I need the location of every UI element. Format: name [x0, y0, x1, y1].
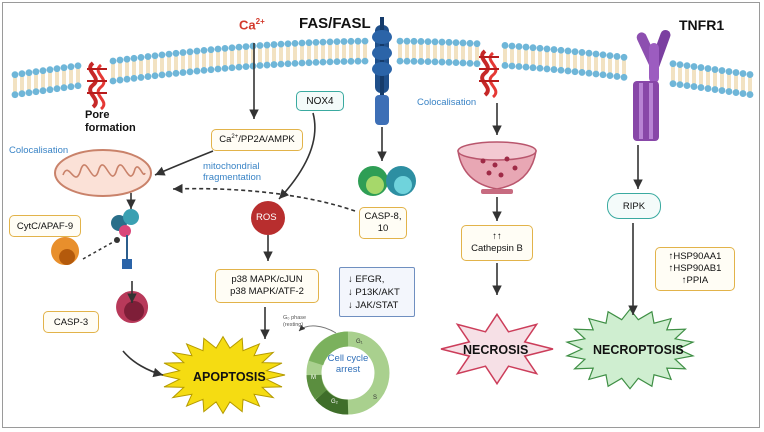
- phase-s-label: S: [373, 395, 378, 401]
- apoptosome-icon: [111, 209, 139, 269]
- ros-icon: [251, 201, 285, 235]
- cytc-caspase-icon: [51, 237, 80, 265]
- lysosome-icon: [457, 141, 537, 194]
- apoptosis-star: [160, 335, 286, 415]
- pore-formation-label: Pore formation: [85, 109, 136, 134]
- pore-protein-icon: [87, 61, 107, 111]
- tnfr1-receptor-icon: [633, 29, 671, 141]
- ca-pp2a-ampk-box: Ca2+/PP2A/AMPK: [211, 129, 303, 151]
- necroptosis-label: NECROPTOSIS: [593, 343, 684, 357]
- colocalisation-left-label: Colocalisation: [9, 145, 69, 156]
- colocalisation-mid-label: Colocalisation: [417, 97, 477, 108]
- ripk-box: RIPK: [607, 193, 661, 219]
- fas-fasl-label: FAS/FASL: [299, 15, 371, 32]
- hsp-box: ↑HSP90AA1 ↑HSP90AB1 ↑PPIA: [655, 247, 735, 291]
- cell-cycle-ring: [298, 324, 390, 415]
- cathepsin-box: ↑↑ Cathepsin B: [461, 225, 533, 261]
- p38-mapk-box: p38 MAPK/cJUN p38 MAPK/ATF-2: [215, 269, 319, 303]
- inhibition-box: ↓ EFGR, ↓ P13K/AKT ↓ JAK/STAT: [339, 267, 415, 317]
- pore-protein-necrosis-icon: [479, 49, 499, 99]
- ros-label: ROS: [256, 212, 277, 223]
- casp3-box: CASP-3: [43, 311, 99, 333]
- phase-g2-label: G₂: [331, 399, 338, 405]
- casp3-icon: [116, 291, 149, 323]
- fas-receptor-icon: [372, 17, 392, 125]
- apoptosis-label: APOPTOSIS: [193, 370, 266, 384]
- phase-m-label: M: [311, 375, 316, 381]
- necrosis-star: [440, 312, 554, 386]
- nox4-box: NOX4: [296, 91, 344, 111]
- casp8-icon: [358, 166, 416, 196]
- cytc-apaf9-box: CytC/APAF-9: [9, 215, 81, 237]
- diagram-graphics: [11, 17, 754, 415]
- calcium-label: Ca2+: [239, 17, 265, 33]
- cell-membrane: [11, 37, 754, 99]
- cell-cycle-arrest-label: Cell cycle arrest: [327, 353, 369, 375]
- necroptosis-star: [565, 308, 695, 390]
- g0-phase-label: G₀ phase (resting): [283, 315, 307, 328]
- pathway-diagram: Ca2+ FAS/FASL TNFR1 NOX4 Pore formation …: [2, 2, 760, 428]
- casp8-box: CASP-8, 10: [359, 207, 407, 239]
- mitochondrion-icon: [54, 149, 152, 197]
- necrosis-label: NECROSIS: [463, 343, 529, 357]
- phase-g1-label: G₁: [356, 339, 363, 345]
- mitochondrial-fragmentation-label: mitochondrial fragmentation: [203, 161, 262, 183]
- tnfr1-label: TNFR1: [679, 17, 725, 33]
